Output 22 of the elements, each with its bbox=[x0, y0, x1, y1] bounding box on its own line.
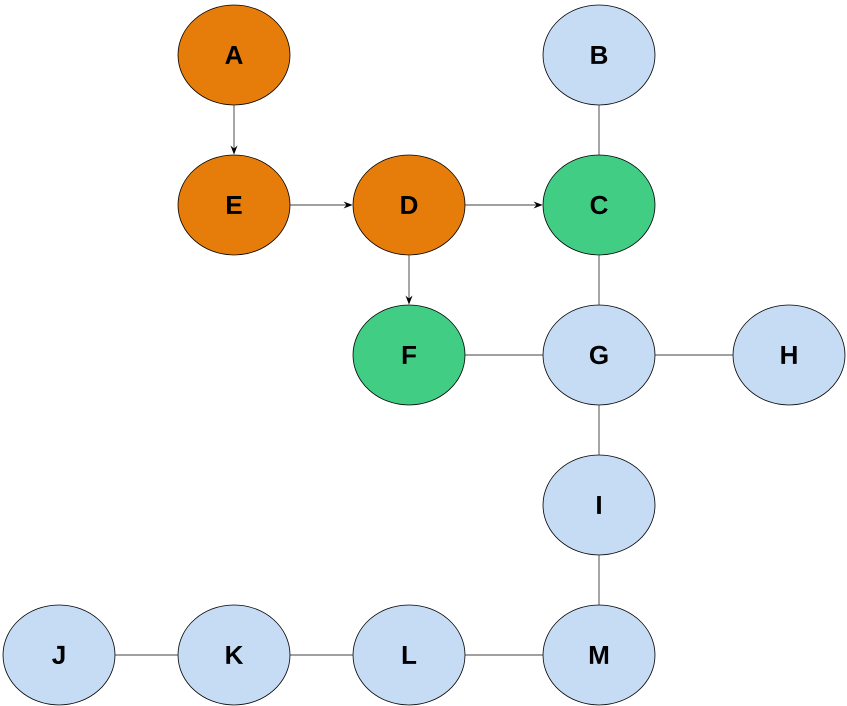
circle-node: E bbox=[178, 154, 290, 256]
circle-node: G bbox=[542, 304, 656, 406]
circle-node: M bbox=[542, 604, 656, 706]
connector-line bbox=[655, 354, 733, 356]
circle-node: C bbox=[542, 154, 656, 256]
connector-line bbox=[598, 405, 600, 455]
connector-line bbox=[115, 654, 178, 656]
circle-node: K bbox=[178, 604, 290, 706]
connector-line bbox=[598, 105, 600, 155]
circle-node: B bbox=[542, 4, 656, 106]
circle-node: D bbox=[352, 154, 466, 256]
connector-line bbox=[290, 654, 353, 656]
circle-node: H bbox=[732, 304, 846, 406]
connector-line bbox=[598, 255, 600, 305]
connector-line bbox=[465, 354, 543, 356]
circle-node: J bbox=[2, 604, 116, 706]
connector-line bbox=[465, 654, 543, 656]
circle-node: I bbox=[542, 454, 656, 556]
connector-line bbox=[598, 555, 600, 605]
circle-node: F bbox=[352, 304, 466, 406]
circle-node: A bbox=[178, 4, 290, 106]
circle-node: L bbox=[352, 604, 466, 706]
